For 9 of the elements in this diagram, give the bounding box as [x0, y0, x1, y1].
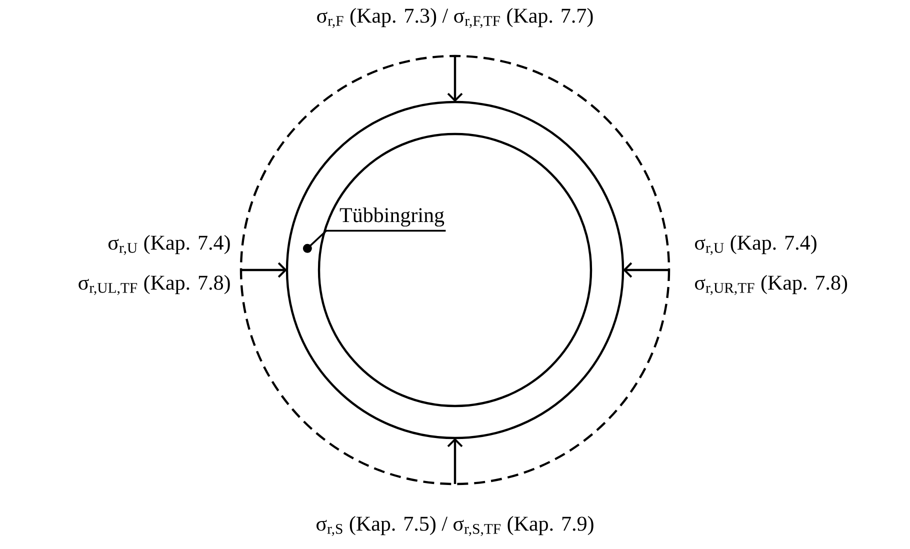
leader-line — [302, 230, 446, 253]
load-label: σ$_{r,U}$ (Kap. 7.4) — [695, 235, 816, 255]
load-label: σ$_{r,U}$ (Kap. 7.4) — [108, 235, 230, 255]
load-label: σ$_{r,F}$ (Kap. 7.3) / σ$_{r,F,TF}$ (Kap. 7.7) — [317, 8, 593, 28]
load-label: σ$_{r,S}$ (Kap. 7.5) / σ$_{r,S,TF}$ (Kap. 7.9) — [316, 516, 594, 536]
ring — [286, 100, 624, 440]
load-label: σ$_{r,UR,TF}$ (Kap. 7.8) — [695, 275, 848, 295]
load-label: σ$_{r,UL,TF}$ (Kap. 7.8) — [78, 275, 230, 295]
ring-label: Tübbingring — [340, 207, 444, 227]
